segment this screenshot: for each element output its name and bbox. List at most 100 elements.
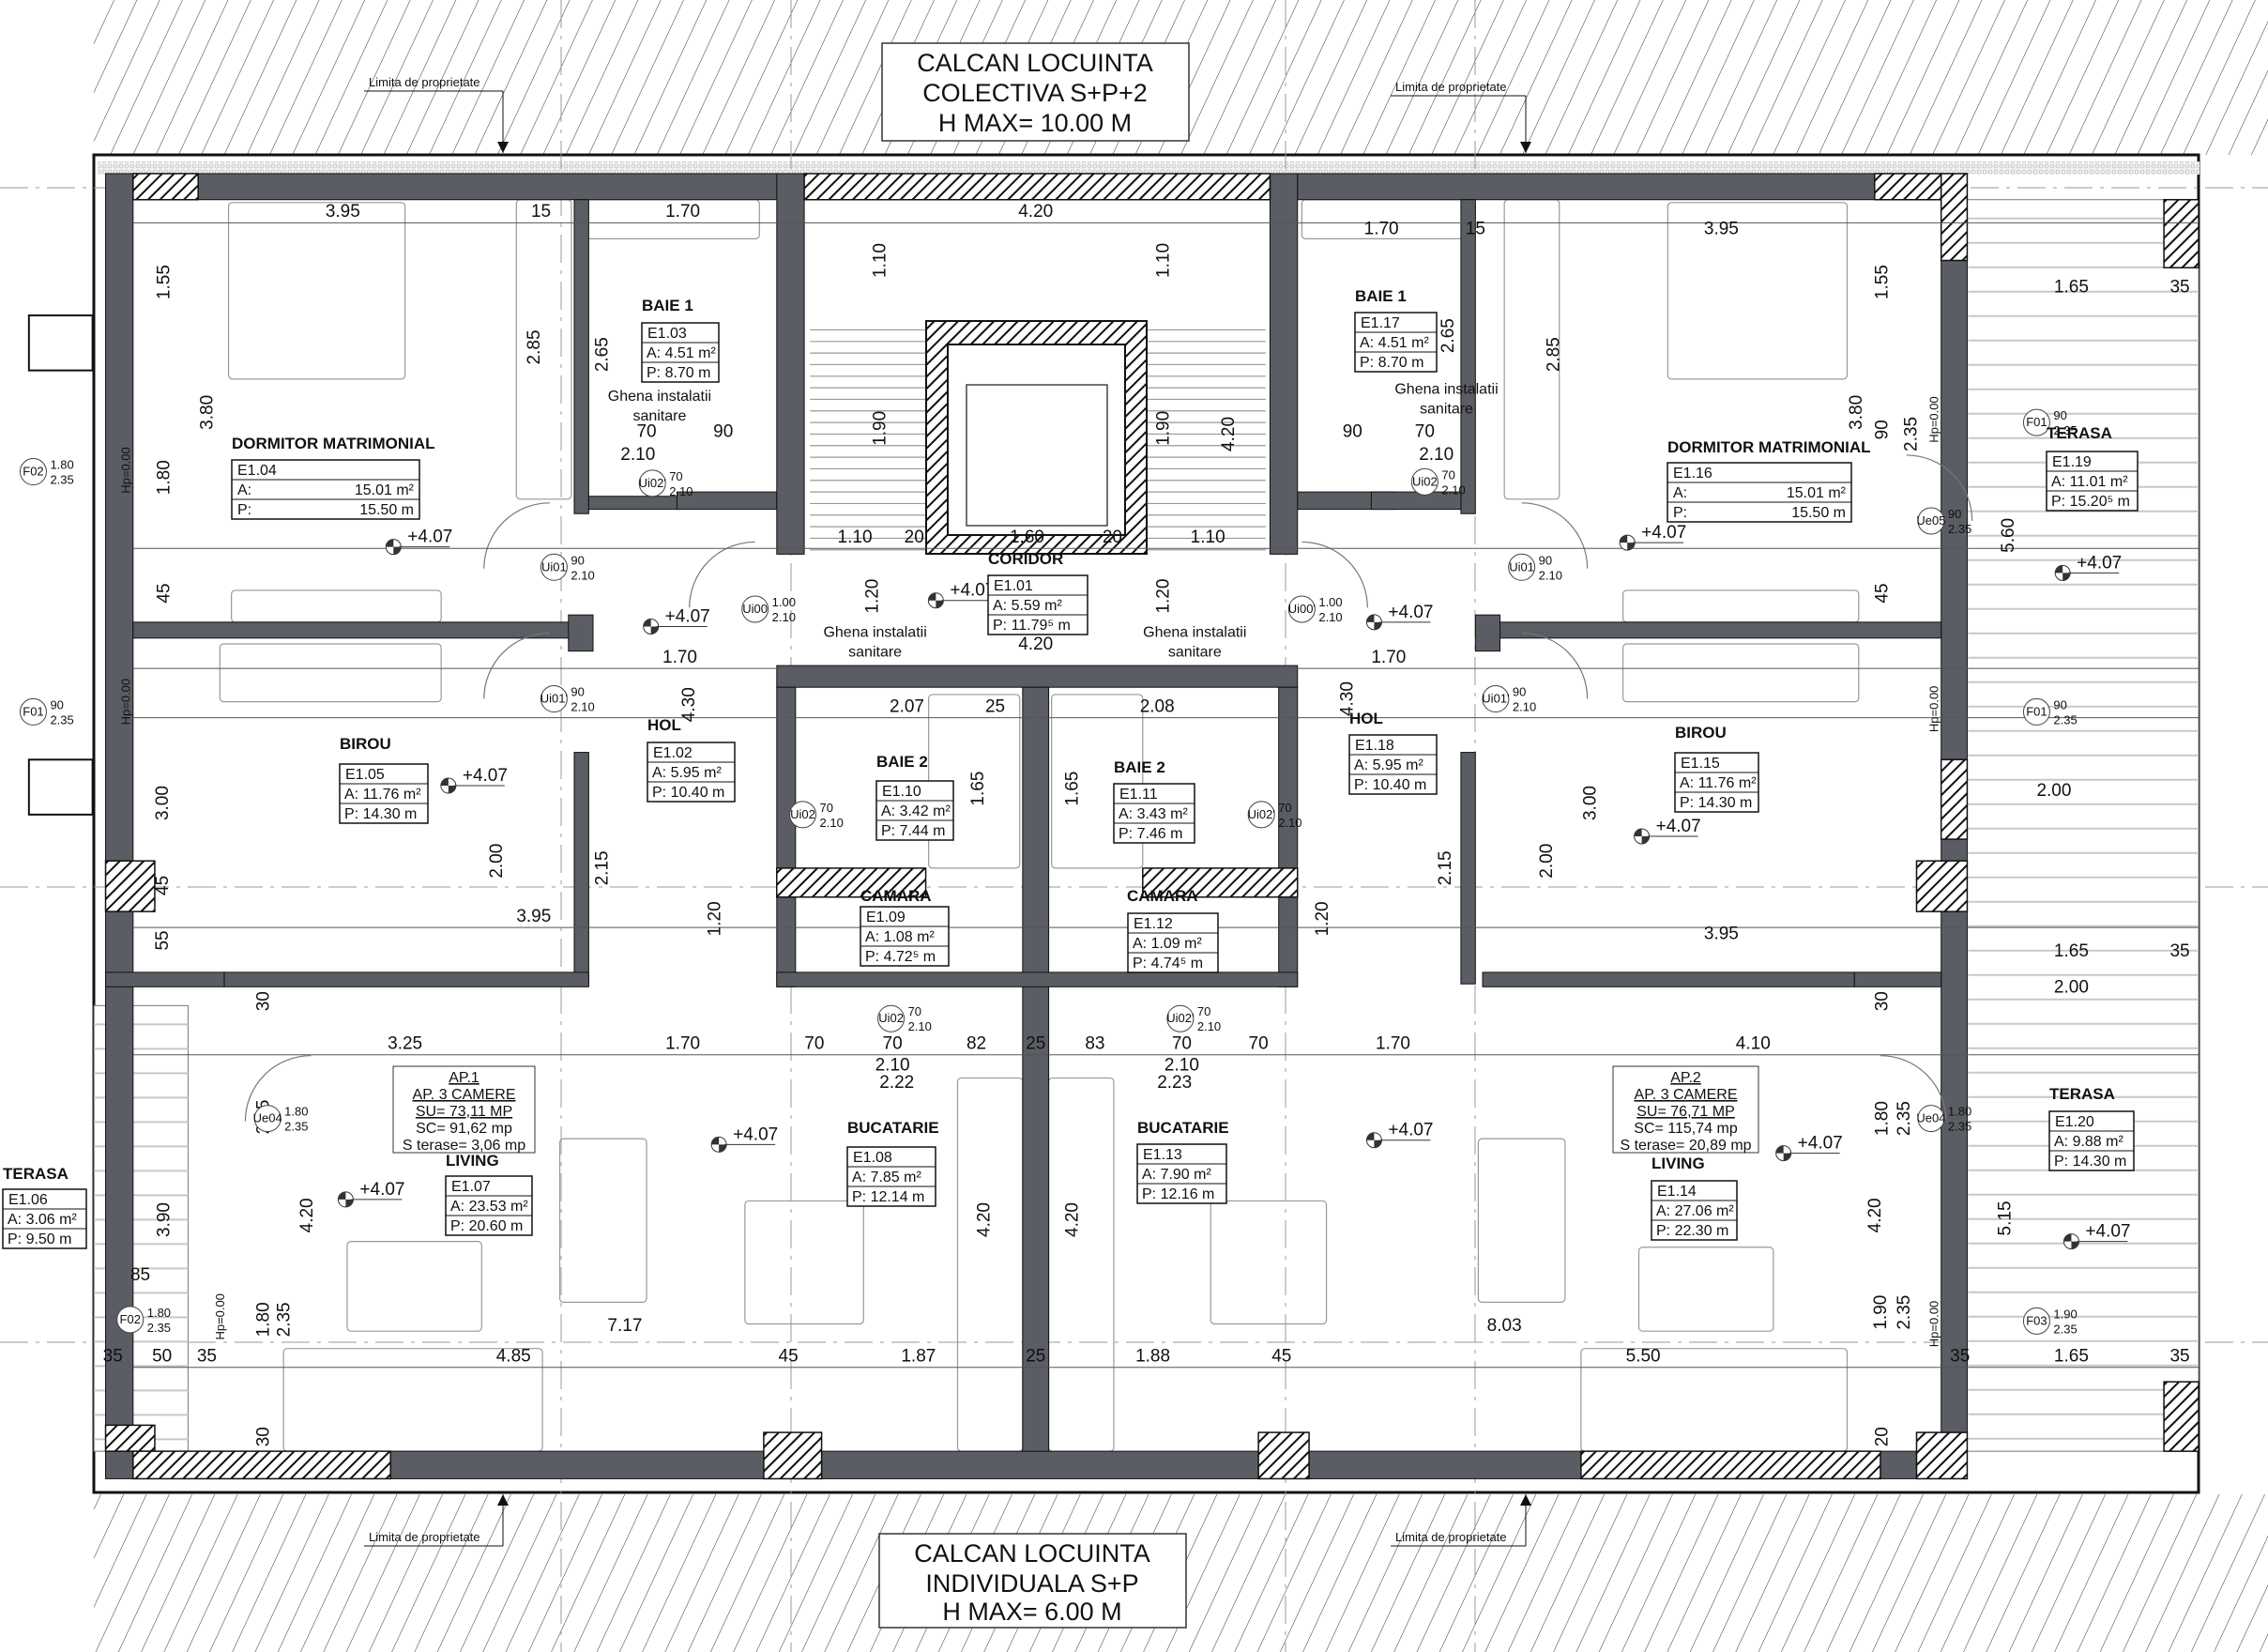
structural-wall <box>2163 1381 2200 1452</box>
room-area: 15.01 m² <box>1787 485 1847 501</box>
opening-height: 2.10 <box>1318 610 1342 624</box>
dimension-label: 1.20 <box>1154 579 1174 614</box>
property-limit-marker: Limita de proprietate <box>1391 80 1531 153</box>
opening-id: Ui00 <box>742 602 768 616</box>
title-line: INDIVIDUALA S+P <box>925 1569 1138 1598</box>
sill-height-label: Hp=0.00 <box>1927 396 1941 443</box>
apartment-type: AP. 3 CAMERE <box>1635 1087 1738 1103</box>
structural-wall <box>1142 867 1299 898</box>
wall <box>573 752 589 985</box>
wall <box>776 686 797 987</box>
room-table <box>1136 1143 1227 1204</box>
opening-id: F01 <box>23 704 43 718</box>
opening-id: F01 <box>2026 415 2047 429</box>
room-name: BAIE 1 <box>1355 287 1407 305</box>
dimension-label: 1.65 <box>2054 941 2089 961</box>
dimension-label: 2.00 <box>1537 844 1557 879</box>
opening-tag: Ui00'1.002.10 <box>1288 595 1343 624</box>
opening-width: 70 <box>1278 801 1291 815</box>
dimension-label: 20 <box>1103 528 1122 547</box>
dimension-label: 8.03 <box>1487 1316 1522 1336</box>
room-perimeter: P: 20.60 m <box>450 1218 523 1234</box>
dimension-label: 70 <box>1172 1034 1192 1054</box>
opening-height: 2.35 <box>1948 522 1971 536</box>
opening-width: 90 <box>2053 697 2066 711</box>
apartment-sc: SC= 91,62 mp <box>416 1121 512 1137</box>
opening-width: 90 <box>571 553 584 567</box>
level-quadrant <box>928 592 944 608</box>
structural-wall <box>132 1450 391 1480</box>
opening-id: Ui01' <box>540 692 568 706</box>
perimeter-label: P: <box>1673 505 1687 521</box>
opening-width: 90 <box>2053 408 2066 422</box>
door-swing <box>1880 1055 1947 1122</box>
elevation-label: +4.07 <box>1641 523 1686 543</box>
opening-id: F02 <box>120 1312 141 1326</box>
dimension-label: 4.30 <box>1337 681 1357 716</box>
room-area: A: 3.42 m² <box>881 803 951 819</box>
opening-width: 1.80 <box>284 1105 308 1119</box>
elevation-label: +4.07 <box>1798 1134 1843 1154</box>
tag-circle <box>1508 553 1536 581</box>
sill-height-label: Hp=0.00 <box>119 679 133 726</box>
structural-wall <box>104 860 156 912</box>
dimension-label: 1.70 <box>1371 648 1406 667</box>
room-name: LIVING <box>446 1152 499 1170</box>
dimension-label: 70 <box>636 422 656 442</box>
opening-id: Ui01 <box>1509 559 1534 574</box>
room-table <box>1348 734 1438 795</box>
structural-wall <box>763 1431 823 1480</box>
dimension-label: 35 <box>2169 941 2189 961</box>
room-table <box>445 1175 533 1236</box>
door-swing <box>1906 454 1973 521</box>
opening-height: 2.10 <box>571 568 594 582</box>
wall <box>776 971 1299 987</box>
wardrobe <box>1621 643 1860 703</box>
opening-tag: Ui01'902.10 <box>1482 685 1536 714</box>
room-name: BAIE 2 <box>876 753 928 771</box>
opening-width: 1.80 <box>1948 1105 1971 1119</box>
tag-circle <box>789 801 817 829</box>
dimension-label: 1.90 <box>1871 1295 1891 1330</box>
apartment-title: AP.2 <box>1670 1070 1701 1086</box>
dimension-label: 2.07 <box>890 696 924 716</box>
arrow-icon <box>1520 1494 1531 1506</box>
opening-id: Ue04 <box>1916 1111 1945 1125</box>
dimension-label: 45 <box>154 583 174 603</box>
exterior-element <box>27 758 94 816</box>
tag-circle <box>540 553 568 581</box>
dimension-label: 20 <box>1873 1427 1893 1446</box>
room-perimeter: 15.50 m <box>1791 505 1846 521</box>
room-area: A: 11.76 m² <box>344 787 421 803</box>
dimension-label: 2.85 <box>1545 337 1564 372</box>
wall <box>223 971 589 987</box>
walls <box>27 173 2200 1480</box>
room-perimeter: P: 10.40 m <box>1354 777 1426 793</box>
room-id: E1.03 <box>647 326 687 342</box>
wall <box>1853 971 1942 987</box>
opening-width: 90 <box>1539 553 1552 567</box>
wall <box>1474 614 1501 652</box>
dimension-label: 4.20 <box>974 1202 994 1237</box>
dimension-label: 2.15 <box>592 850 612 885</box>
room-id: E1.04 <box>237 463 277 479</box>
dimension-label: 1.10 <box>870 243 890 278</box>
dimension-label: 20 <box>905 528 924 547</box>
door-swing <box>244 1055 312 1122</box>
room-id: E1.11 <box>1119 787 1158 803</box>
room-id: E1.01 <box>994 578 1033 594</box>
elevation-label: +4.07 <box>463 766 508 786</box>
dimension-label: 1.88 <box>1135 1347 1170 1367</box>
room-id: E1.10 <box>882 784 921 800</box>
dimension-label: 1.10 <box>1191 528 1225 547</box>
elevation-mark: +4.07 <box>1365 603 1434 631</box>
